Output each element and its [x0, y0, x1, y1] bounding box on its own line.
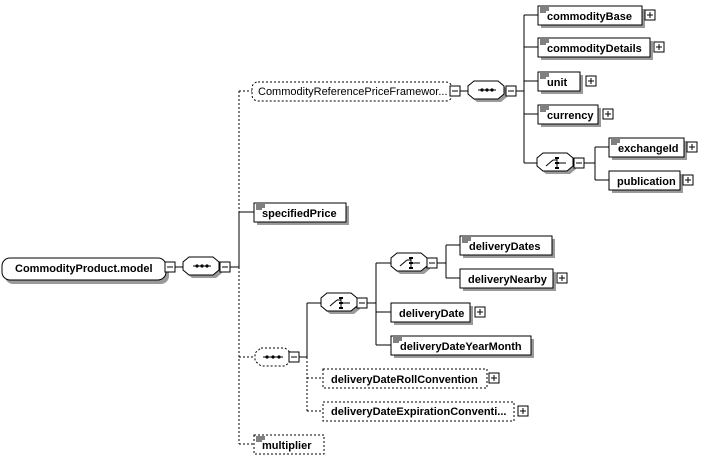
- deliveryDateYearMonth-label: deliveryDateYearMonth: [400, 341, 522, 353]
- choice-collapse-icon[interactable]: [426, 257, 438, 269]
- documentation-icon: [540, 73, 549, 79]
- documentation-icon: [540, 7, 549, 13]
- documentation-icon: [462, 237, 471, 243]
- publication-label: publication: [617, 176, 676, 188]
- deliveryDateExpirationConvention-label: deliveryDateExpirationConventi...: [331, 406, 506, 418]
- specifiedPrice-label: specifiedPrice: [262, 208, 337, 220]
- choice-compositor-icon: [390, 252, 430, 274]
- choice-collapse-icon[interactable]: [573, 157, 585, 169]
- element-deliveryDate[interactable]: deliveryDate: [390, 302, 473, 325]
- element-deliveryDateYearMonth[interactable]: deliveryDateYearMonth: [390, 335, 534, 358]
- exchangeId-expand-icon[interactable]: [686, 141, 698, 153]
- deliveryDate-label: deliveryDate: [399, 308, 464, 320]
- choice-compositor-icon: [536, 152, 576, 174]
- sequence-collapse-icon[interactable]: [505, 85, 517, 97]
- framework-collapse-icon[interactable]: [449, 85, 461, 97]
- deliveryDates-label: deliveryDates: [469, 241, 541, 253]
- commodityDetails-expand-icon[interactable]: [653, 41, 665, 53]
- root-collapse-icon[interactable]: [164, 261, 176, 273]
- sequence-collapse-icon[interactable]: [288, 351, 300, 363]
- deliveryNearby-label: deliveryNearby: [468, 274, 548, 286]
- element-commodityDetails[interactable]: commodityDetails: [537, 37, 653, 60]
- element-deliveryDates[interactable]: deliveryDates: [459, 235, 555, 258]
- choice-collapse-icon[interactable]: [356, 297, 368, 309]
- deliveryDateExpirationConvention-expand-icon[interactable]: [517, 405, 529, 417]
- element-deliveryDateExpirationConvention[interactable]: deliveryDateExpirationConventi...: [322, 401, 515, 422]
- documentation-icon: [393, 337, 402, 343]
- element-exchangeId[interactable]: exchangeId: [608, 137, 687, 160]
- commodityDetails-label: commodityDetails: [547, 43, 642, 55]
- element-publication[interactable]: publication: [608, 170, 683, 193]
- root-label: CommodityProduct.model: [15, 263, 153, 275]
- deliveryDate-expand-icon[interactable]: [474, 306, 486, 318]
- exchangeId-label: exchangeId: [618, 143, 679, 155]
- sequence-compositor-icon: [467, 80, 507, 102]
- framework-label: CommodityReferencePriceFramewor...: [258, 86, 448, 98]
- element-currency[interactable]: currency: [537, 104, 601, 127]
- sequence-compositor-icon: [182, 256, 222, 278]
- sequence-collapse-icon[interactable]: [219, 261, 231, 273]
- multiplier-label: multiplier: [262, 440, 312, 452]
- currency-label: currency: [547, 110, 594, 122]
- commodityBase-label: commodityBase: [547, 11, 632, 23]
- publication-expand-icon[interactable]: [682, 174, 694, 186]
- unit-label: unit: [547, 77, 567, 89]
- deliveryDateRollConvention-label: deliveryDateRollConvention: [331, 374, 478, 386]
- documentation-icon: [611, 139, 620, 145]
- connectors: [175, 14, 609, 445]
- currency-expand-icon[interactable]: [602, 108, 614, 120]
- element-commodityBase[interactable]: commodityBase: [537, 5, 645, 28]
- unit-expand-icon[interactable]: [585, 75, 597, 87]
- element-deliveryDateRollConvention[interactable]: deliveryDateRollConvention: [322, 368, 488, 389]
- sequence-compositor-icon: [254, 347, 292, 367]
- root-element[interactable]: CommodityProduct.model: [1, 257, 169, 284]
- deliveryNearby-expand-icon[interactable]: [556, 272, 568, 284]
- element-specifiedPrice[interactable]: specifiedPrice: [253, 202, 349, 225]
- element-multiplier[interactable]: multiplier: [253, 434, 325, 455]
- documentation-icon: [256, 204, 265, 210]
- element-unit[interactable]: unit: [537, 71, 583, 94]
- choice-compositor-icon: [320, 292, 360, 314]
- documentation-icon: [540, 106, 549, 112]
- commodityBase-expand-icon[interactable]: [644, 9, 656, 21]
- framework-group[interactable]: CommodityReferencePriceFramewor...: [251, 81, 453, 102]
- deliveryDateRollConvention-expand-icon[interactable]: [488, 372, 500, 384]
- element-deliveryNearby[interactable]: deliveryNearby: [459, 268, 556, 291]
- documentation-icon: [540, 39, 549, 45]
- documentation-icon: [256, 436, 265, 442]
